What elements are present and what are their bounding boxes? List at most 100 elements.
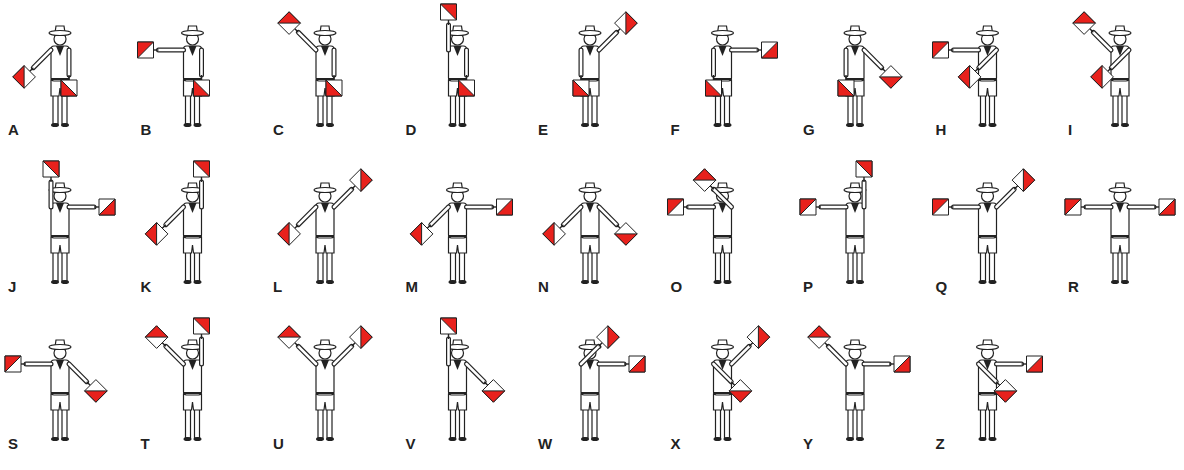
- letter-label-text: I: [1068, 121, 1072, 138]
- flag-white-half: [994, 380, 1017, 403]
- flag-stick: [201, 177, 202, 182]
- belt: [51, 392, 69, 394]
- shirt: [714, 203, 732, 238]
- leg: [62, 406, 67, 438]
- flag-white-half: [1091, 66, 1114, 89]
- arm-outline: [581, 346, 599, 364]
- shoe: [194, 123, 202, 127]
- leg: [592, 249, 597, 281]
- leg: [583, 249, 588, 281]
- flag-white-half: [278, 326, 301, 349]
- flag-red-half: [838, 80, 854, 96]
- flag-white-half: [459, 80, 475, 96]
- flag-red-half: [138, 42, 154, 58]
- shoe: [449, 437, 457, 441]
- belt: [846, 235, 864, 237]
- arm-outline: [431, 207, 449, 225]
- arm: [580, 50, 583, 75]
- flag-stick: [560, 225, 564, 229]
- leg: [195, 406, 200, 438]
- leg: [460, 249, 465, 281]
- arm-outline: [844, 50, 849, 75]
- arm: [599, 207, 617, 225]
- shoe: [194, 437, 202, 441]
- arm: [431, 207, 449, 225]
- flag-red-half: [441, 4, 457, 20]
- flag-stick: [162, 343, 166, 347]
- leg: [460, 92, 465, 124]
- letter-label: Z: [936, 435, 945, 453]
- arm: [26, 363, 51, 366]
- belt: [51, 235, 69, 237]
- shirt: [846, 46, 864, 81]
- arm: [864, 50, 882, 68]
- shoe: [326, 280, 334, 284]
- shoe: [316, 280, 324, 284]
- hat-brim: [844, 345, 866, 350]
- leg: [451, 249, 456, 281]
- arm-outline: [954, 48, 979, 53]
- leg: [716, 92, 721, 124]
- signaller-figure: [933, 26, 999, 127]
- flag-stick: [684, 206, 689, 207]
- letter-label-text: M: [406, 278, 419, 295]
- shorts: [979, 237, 997, 253]
- flag-white-half: [729, 380, 752, 403]
- shoe: [449, 123, 457, 127]
- arm: [1093, 32, 1111, 50]
- shirt: [449, 46, 467, 81]
- arm-outline: [1093, 32, 1111, 50]
- flag-stick: [201, 75, 202, 80]
- arm-outline: [49, 182, 54, 207]
- flag-white-half: [350, 326, 373, 349]
- flag-red-half: [762, 42, 778, 58]
- shirt: [184, 46, 202, 81]
- belt: [979, 392, 997, 394]
- arm: [581, 346, 599, 364]
- letter-label-text: X: [671, 435, 681, 452]
- flag-stick: [30, 68, 34, 72]
- shoe: [1121, 280, 1129, 284]
- leg: [1122, 92, 1127, 124]
- flag-stick: [1081, 206, 1086, 207]
- belt: [979, 78, 997, 80]
- flag-red-half: [994, 391, 1017, 402]
- flag-white-half: [99, 199, 115, 215]
- belt: [846, 392, 864, 394]
- signaller-figure: [1073, 12, 1131, 127]
- shorts: [581, 237, 599, 253]
- neckerchief: [189, 203, 197, 213]
- hat-brim: [182, 31, 204, 36]
- flag-red-half: [668, 199, 684, 215]
- arm-outline: [298, 207, 316, 225]
- letter-label: Y: [803, 435, 813, 453]
- leg: [1113, 249, 1118, 281]
- shoe: [581, 123, 589, 127]
- shorts: [1111, 80, 1129, 96]
- arm: [200, 182, 203, 207]
- leg: [53, 249, 58, 281]
- arm-outline: [997, 362, 1022, 367]
- arm: [50, 182, 53, 207]
- neckerchief: [454, 360, 462, 370]
- arm: [714, 364, 732, 382]
- signaller-figure: [278, 326, 372, 441]
- flag-stick: [1108, 68, 1112, 72]
- flag-white-half: [145, 326, 168, 349]
- leg: [990, 249, 995, 281]
- leg: [318, 249, 323, 281]
- letter-label-text: H: [936, 121, 947, 138]
- signaller-figure: [1065, 183, 1175, 284]
- shoe: [61, 437, 69, 441]
- shirt: [51, 360, 69, 395]
- signaller-figure: [410, 183, 512, 284]
- neckerchief: [56, 203, 64, 213]
- letter-label-text: Q: [936, 278, 948, 295]
- flag-stick: [1090, 29, 1094, 33]
- flag-red-half: [573, 80, 589, 96]
- leg: [583, 406, 588, 438]
- flag-red-half: [61, 80, 77, 96]
- flag-white-half: [597, 326, 620, 349]
- arm: [714, 189, 732, 207]
- signaller-figure: [43, 161, 115, 284]
